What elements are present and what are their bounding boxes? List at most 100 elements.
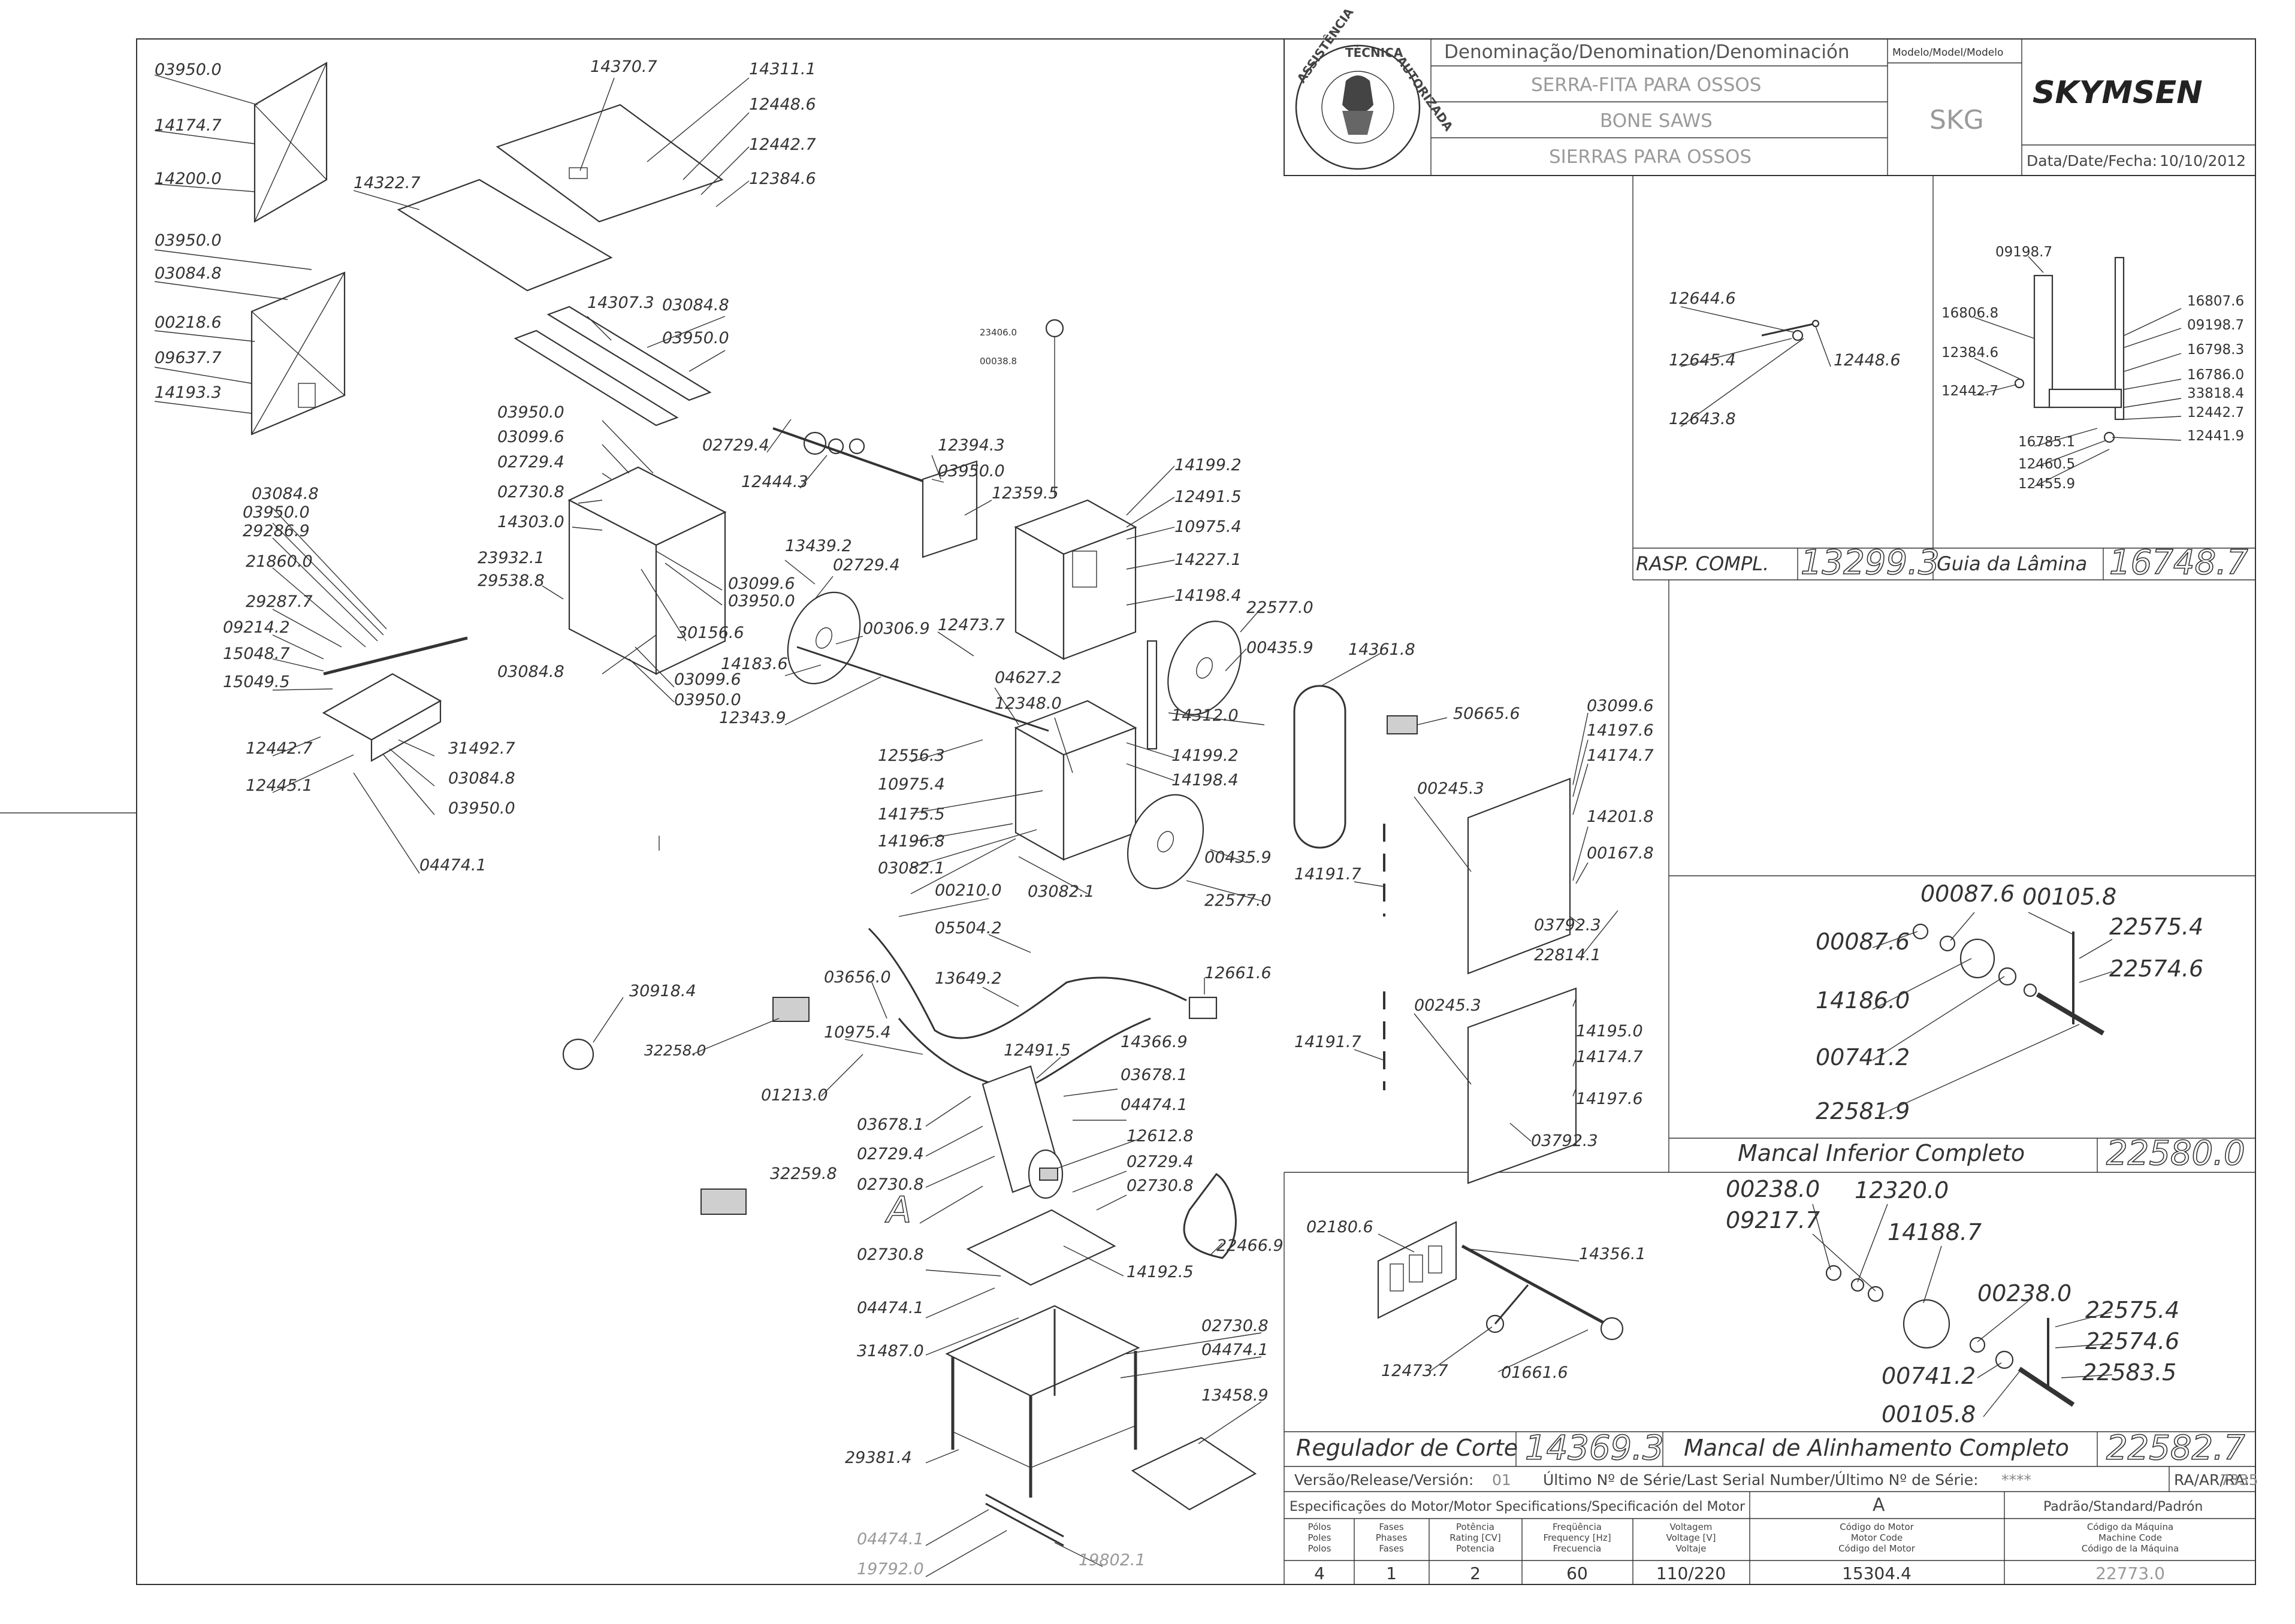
guia-label: Guia da Lâmina xyxy=(1937,552,2087,575)
part-label: 23406.0 xyxy=(980,327,1017,338)
col-value: 1 xyxy=(1386,1563,1397,1583)
part-label: 14312.0 xyxy=(1171,706,1239,725)
part-label: 03792.3 xyxy=(1534,916,1601,935)
part-label: 02730.8 xyxy=(857,1175,924,1194)
col-label: Voltagem xyxy=(1670,1522,1713,1532)
inset-panels: RASP. COMPL. 13299.3 Guia da Lâmina 1674… xyxy=(1284,176,2255,1584)
part-label: 02729.4 xyxy=(1127,1153,1194,1171)
part-label: 15048.7 xyxy=(223,645,290,663)
guide-assembly-shapes xyxy=(2014,256,2125,443)
part-label: 14175.5 xyxy=(878,805,945,824)
part-label: 10975.4 xyxy=(824,1023,891,1042)
part-label: 04474.1 xyxy=(1201,1341,1269,1359)
col-label: Voltaje xyxy=(1676,1543,1707,1554)
part-label: 16785.1 xyxy=(2018,434,2075,450)
part-label: 12448.6 xyxy=(749,95,816,114)
part-label: 12320.0 xyxy=(1855,1177,1949,1203)
part-label: 13458.9 xyxy=(1201,1386,1269,1405)
col-label: Phases xyxy=(1376,1532,1408,1543)
part-label: 10975.4 xyxy=(878,775,945,794)
mancal-inferior-label: Mancal Inferior Completo xyxy=(1738,1140,2025,1166)
part-label: 03099.6 xyxy=(1587,697,1654,715)
part-label: 12359.5 xyxy=(992,484,1059,503)
part-label: 03084.8 xyxy=(252,485,319,503)
part-label: 14356.1 xyxy=(1579,1245,1646,1263)
part-label: 00435.9 xyxy=(1204,848,1272,867)
part-label: 30918.4 xyxy=(629,982,696,1000)
part-label: 03084.8 xyxy=(497,663,564,681)
part-label: 02729.4 xyxy=(857,1145,924,1163)
col-label: Potência xyxy=(1456,1522,1494,1532)
part-label: 12643.8 xyxy=(1669,410,1736,428)
date-label: Data/Date/Fecha: xyxy=(2027,152,2157,170)
part-label: 14200.0 xyxy=(155,170,222,188)
part-label: 03084.8 xyxy=(155,264,222,283)
part-label: 14198.4 xyxy=(1174,586,1242,605)
part-label: 12442.7 xyxy=(2187,405,2244,421)
brand-logo: SKYMSEN xyxy=(2033,75,2203,111)
col-label: Código de la Máquina xyxy=(2082,1543,2179,1554)
part-label: 00435.9 xyxy=(1246,639,1313,657)
part-label: 22577.0 xyxy=(1204,891,1272,910)
alignment-bearing-shapes xyxy=(1825,1265,2075,1407)
part-label: 14191.7 xyxy=(1294,865,1361,884)
standard-label: Padrão/Standard/Padrón xyxy=(2043,1499,2203,1514)
regulador-code: 14369.3 xyxy=(1525,1429,1664,1468)
motor-spec-header: Especificações do Motor/Motor Specificat… xyxy=(1290,1499,1746,1514)
part-label: 03950.0 xyxy=(155,231,222,250)
variant-marker: A xyxy=(884,1189,911,1231)
part-label: 00741.2 xyxy=(1882,1363,1976,1389)
part-shapes xyxy=(250,62,1577,1547)
part-label: 12661.6 xyxy=(1204,964,1272,982)
part-label: 04474.1 xyxy=(419,856,487,875)
part-label: 12644.6 xyxy=(1669,289,1736,308)
part-label: 13649.2 xyxy=(935,969,1002,988)
part-label: 02729.4 xyxy=(497,453,564,471)
part-label: 09198.7 xyxy=(1995,244,2052,260)
col-label: Voltage [V] xyxy=(1666,1532,1716,1543)
part-label: 12445.1 xyxy=(246,776,313,795)
part-label: 03099.6 xyxy=(674,670,741,689)
part-label: 03678.1 xyxy=(1121,1066,1188,1084)
col-label: Frecuencia xyxy=(1553,1543,1602,1554)
part-label: 02729.4 xyxy=(702,436,769,455)
part-label: 21860.0 xyxy=(246,552,313,571)
version-value: 01 xyxy=(1492,1471,1511,1489)
part-label: 16806.8 xyxy=(1941,306,1998,321)
col-label: Motor Code xyxy=(1851,1532,1903,1543)
part-label: 19792.0 xyxy=(857,1560,924,1578)
part-label: 22575.4 xyxy=(2109,914,2203,940)
motor-col-poles: Pólos Poles Polos 4 xyxy=(1308,1522,1331,1583)
col-value: 2 xyxy=(1470,1563,1481,1583)
col-label: Potencia xyxy=(1456,1543,1494,1554)
part-label: 12491.5 xyxy=(1004,1041,1071,1060)
mancal-alinhamento-code: 22582.7 xyxy=(2106,1429,2245,1468)
motor-col-frequency: Freqüência Frequency [Hz] Frecuencia 60 xyxy=(1543,1522,1611,1583)
part-label: 14311.1 xyxy=(749,60,816,78)
part-label: 10975.4 xyxy=(1174,518,1242,536)
part-label: 02730.8 xyxy=(1201,1317,1269,1335)
part-label: 03084.8 xyxy=(448,769,515,788)
part-label: 00245.3 xyxy=(1417,779,1484,798)
motor-col-machine-code: Código da Máquina Machine Code Código de… xyxy=(2082,1522,2179,1583)
part-label: 12455.9 xyxy=(2018,476,2075,492)
part-label: 00245.3 xyxy=(1414,996,1481,1015)
part-label: 00038.8 xyxy=(980,356,1017,367)
svg-text:TÉCNICA: TÉCNICA xyxy=(1345,46,1403,60)
denomination-header: Denominação/Denomination/Denominación xyxy=(1444,41,1850,63)
part-label: 31492.7 xyxy=(448,739,515,758)
part-label: 01661.6 xyxy=(1501,1363,1568,1382)
part-label: 12460.5 xyxy=(2018,456,2075,472)
part-label: 12384.6 xyxy=(749,170,816,188)
col-label: Código do Motor xyxy=(1840,1522,1914,1532)
part-label: 03950.0 xyxy=(662,329,729,347)
part-label: 14197.6 xyxy=(1587,721,1654,740)
part-label: 12473.7 xyxy=(938,616,1005,634)
part-label: 12448.6 xyxy=(1834,351,1901,370)
part-label: 14192.5 xyxy=(1127,1263,1194,1281)
part-label: 14307.3 xyxy=(587,294,654,312)
part-label: 14188.7 xyxy=(1888,1219,1982,1245)
leader-lines xyxy=(154,74,2182,1577)
part-label: 22577.0 xyxy=(1246,598,1313,617)
